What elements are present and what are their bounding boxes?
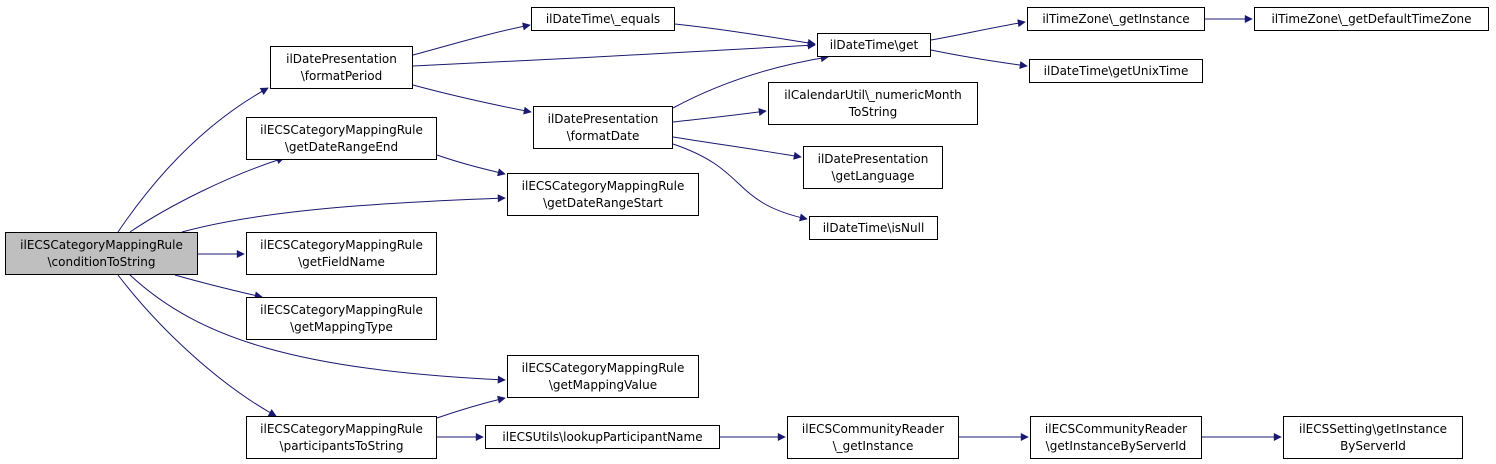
node-label-line: ilECSCategoryMappingRule [260, 237, 423, 252]
node-root: ilECSCategoryMappingRule \conditionToStri… [5, 232, 198, 275]
node-equals[interactable]: ilDateTime\_equals [531, 7, 675, 31]
node-label-line: \formatDate [566, 128, 640, 143]
edge-formatPeriod-to-dtGet [412, 41, 816, 67]
edge-formatDate-to-dtGet [672, 54, 829, 109]
node-label-line: ilTimeZone\_getDefaultTimeZone [1271, 11, 1472, 26]
node-label-line: ilDateTime\get [829, 37, 919, 52]
node-getMappingValue[interactable]: ilECSCategoryMappingRule \getMappingValue [507, 355, 699, 398]
node-label-line: ilECSCategoryMappingRule [521, 360, 685, 375]
node-label-line: ilDateTime\_equals [545, 11, 661, 26]
edge-root-to-getDateRangeStart [181, 194, 506, 233]
node-getLanguage[interactable]: ilDatePresentation \getLanguage [803, 146, 943, 189]
node-label-line: \formatPeriod [300, 68, 383, 83]
edge-formatDate-to-getLanguage [672, 136, 802, 160]
edge-formatPeriod-to-equals [412, 22, 531, 56]
edge-dtGet-to-unixTime [930, 49, 1028, 69]
edge-participantsToString-to-getMappingValue [436, 395, 506, 419]
edge-equals-to-dtGet [674, 23, 816, 47]
node-label-line: ilTimeZone\_getInstance [1042, 11, 1190, 26]
edge-formatDate-to-isNull [672, 143, 808, 222]
edge-formatPeriod-to-formatDate [412, 84, 532, 115]
node-label-line: ilECSCategoryMappingRule [521, 178, 685, 193]
node-tzGetInstance[interactable]: ilTimeZone\_getInstance [1027, 7, 1205, 31]
node-label-line: ilECSCategoryMappingRule [260, 122, 423, 137]
node-label-line: ilECSCategoryMappingRule [260, 302, 423, 317]
node-label-line: ilCalendarUtil\_numericMonth [784, 87, 962, 102]
node-label-line: \getMappingType [290, 319, 393, 334]
node-lookupParticipant[interactable]: ilECSUtils\lookupParticipantName [485, 425, 720, 449]
node-dtGet[interactable]: ilDateTime\get [817, 33, 931, 57]
node-communityGetInstance[interactable]: ilECSCommunityReader \_getInstance [787, 416, 959, 459]
node-tzDefault[interactable]: ilTimeZone\_getDefaultTimeZone [1254, 7, 1489, 31]
node-unixTime[interactable]: ilDateTime\getUnixTime [1029, 59, 1203, 83]
node-label-line: ilECSCommunityReader [801, 421, 945, 436]
node-label-line: \conditionToString [47, 254, 156, 269]
node-label-line: ilDatePresentation [547, 111, 659, 126]
node-label-line: ilDatePresentation [286, 51, 397, 66]
node-label-line: ilDatePresentation [817, 151, 929, 166]
node-label-line: ilECSUtils\lookupParticipantName [502, 429, 703, 444]
node-label-line: \_getInstance [832, 438, 914, 453]
node-getFieldName[interactable]: ilECSCategoryMappingRule \getFieldName [246, 232, 437, 275]
node-label-line: ByServerId [1340, 438, 1406, 453]
edge-dtGet-to-tzGetInstance [930, 19, 1026, 41]
node-label-line: ilECSCommunityReader [1044, 421, 1188, 436]
node-getDateRangeEnd[interactable]: ilECSCategoryMappingRule \getDateRangeEnd [246, 117, 437, 160]
node-isNull[interactable]: ilDateTime\isNull [809, 216, 938, 240]
node-getMappingType[interactable]: ilECSCategoryMappingRule \getMappingType [246, 297, 437, 340]
node-label-line: ilECSCategoryMappingRule [260, 421, 423, 436]
node-label-line: ilECSSetting\getInstance [1298, 421, 1447, 436]
node-label-line: \getDateRangeEnd [284, 139, 399, 154]
edge-root-to-participantsToString [117, 274, 277, 417]
node-label-line: ToString [848, 104, 898, 119]
edge-root-to-formatPeriod [117, 87, 269, 233]
edge-root-to-getDateRangeEnd [129, 156, 285, 233]
node-label-line: \getDateRangeStart [543, 195, 663, 210]
node-label-line: ilDateTime\getUnixTime [1043, 63, 1189, 78]
node-label-line: \getLanguage [831, 168, 915, 183]
node-label-line: \getMappingValue [548, 377, 658, 392]
node-getDateRangeStart[interactable]: ilECSCategoryMappingRule \getDateRangeSta… [507, 173, 699, 216]
edge-root-to-getMappingType [174, 274, 263, 300]
node-label-line: ilDateTime\isNull [822, 220, 925, 235]
edge-root-to-getMappingValue [129, 274, 506, 384]
node-communityByServer[interactable]: ilECSCommunityReader \getInstanceByServer… [1030, 416, 1202, 459]
node-formatDate[interactable]: ilDatePresentation \formatDate [533, 106, 673, 149]
edge-getDateRangeEnd-to-getDateRangeStart [436, 154, 506, 177]
node-label-line: \getInstanceByServerId [1045, 438, 1187, 453]
node-label-line: ilECSCategoryMappingRule [20, 237, 183, 252]
node-label-line: \participantsToString [279, 438, 404, 453]
node-label-line: \getFieldName [298, 254, 385, 269]
node-formatPeriod[interactable]: ilDatePresentation \formatPeriod [270, 46, 413, 89]
node-participantsToString[interactable]: ilECSCategoryMappingRule \participantsToS… [246, 416, 437, 459]
edge-formatDate-to-numericMonth [672, 108, 767, 123]
